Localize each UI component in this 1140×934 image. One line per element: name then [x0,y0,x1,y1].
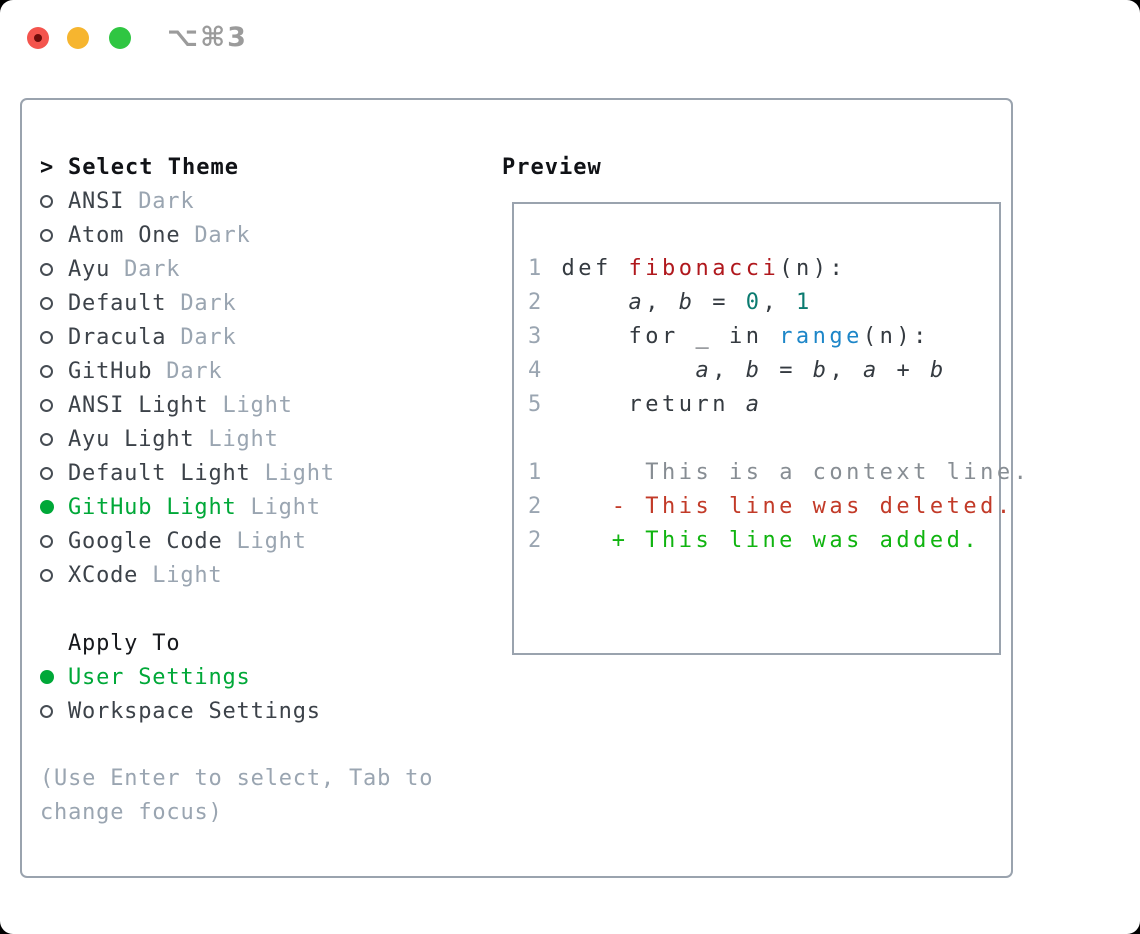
code-line: 1 def fibonacci(n): [528,255,847,281]
radio-icon [40,704,53,718]
theme-name: Dracula [68,324,167,350]
window-title: ⌥⌘3 [167,22,248,53]
theme-variant: Dark [180,290,237,316]
theme-item-ansi-light[interactable]: ANSI Light Light [40,388,454,422]
theme-item-default-light[interactable]: Default Light Light [40,456,454,490]
spacer [528,421,999,455]
diff-line: 1 This is a context line. [528,459,1031,485]
radio-icon [40,534,53,548]
theme-variant: Light [208,426,279,452]
apply-to-header-row: Apply To [40,626,454,660]
keyboard-hint: (Use Enter to select, Tab to change focu… [40,766,434,825]
radio-icon [40,228,53,242]
theme-variant: Light [250,494,321,520]
diff-line: 2 + This line was added. [528,527,981,553]
code-line: 3 for _ in range(n): [528,323,930,349]
code-line: 5 return a [528,391,763,417]
prompt-chevron-icon: > [40,154,55,180]
theme-item-google-code[interactable]: Google Code Light [40,524,454,558]
selected-radio-icon [40,670,54,684]
theme-variant: Dark [124,256,181,282]
theme-name: Ayu [68,256,111,282]
radio-icon [40,466,53,480]
code-line: 4 a, b = b, a + b [528,357,947,383]
theme-item-ansi[interactable]: ANSI Dark [40,184,454,218]
radio-icon [40,364,53,378]
theme-name: Atom One [68,222,181,248]
select-theme-header-row: > Select Theme [40,150,454,184]
theme-variant: Dark [138,188,195,214]
radio-icon [40,296,53,310]
theme-item-dracula[interactable]: Dracula Dark [40,320,454,354]
close-button[interactable] [27,27,49,49]
theme-variant: Light [236,528,307,554]
theme-variant: Dark [166,358,223,384]
code-preview: 1 def fibonacci(n): 2 a, b = 0, 1 3 for _ … [528,251,999,421]
theme-name: XCode [68,562,139,588]
spacer [40,592,454,626]
apply-item-workspace-settings[interactable]: Workspace Settings [40,694,454,728]
zoom-button[interactable] [109,27,131,49]
apply-to-header: Apply To [68,630,181,656]
theme-name: ANSI [68,188,125,214]
radio-icon [40,330,53,344]
radio-icon [40,398,53,412]
theme-item-atom-one[interactable]: Atom One Dark [40,218,454,252]
theme-variant: Dark [180,324,237,350]
theme-name: Google Code [68,528,223,554]
apply-target-name: Workspace Settings [68,698,321,724]
theme-item-default[interactable]: Default Dark [40,286,454,320]
select-theme-header: Select Theme [68,154,239,180]
theme-name: Ayu Light [68,426,195,452]
apply-target-name: User Settings [68,664,251,690]
theme-name: ANSI Light [68,392,209,418]
code-line: 2 a, b = 0, 1 [528,289,813,315]
preview-title: Preview [502,154,602,180]
preview-box: 1 def fibonacci(n): 2 a, b = 0, 1 3 for _ … [512,202,1031,655]
theme-item-github-light[interactable]: GitHub Light Light [40,490,454,524]
theme-variant: Light [152,562,223,588]
theme-name: GitHub [68,358,153,384]
theme-item-xcode[interactable]: XCode Light [40,558,454,592]
radio-icon [40,194,53,208]
diff-line: 2 - This line was deleted. [528,493,1014,519]
radio-icon [40,262,53,276]
radio-icon [40,568,53,582]
theme-item-github[interactable]: GitHub Dark [40,354,454,388]
titlebar: ⌥⌘3 [0,0,1140,70]
theme-variant: Light [222,392,293,418]
diff-preview: 1 This is a context line. 2 - This line w… [528,455,1031,557]
minimize-button[interactable] [67,27,89,49]
apply-item-user-settings[interactable]: User Settings [40,660,454,694]
unsaved-dot-icon [34,34,42,42]
selected-radio-icon [40,500,54,514]
theme-variant: Dark [194,222,251,248]
theme-variant: Light [264,460,335,486]
theme-name: Default [68,290,167,316]
theme-item-ayu-light[interactable]: Ayu Light Light [40,422,454,456]
theme-item-ayu[interactable]: Ayu Dark [40,252,454,286]
radio-icon [40,432,53,446]
theme-name: GitHub Light [68,494,237,520]
theme-name: Default Light [68,460,251,486]
